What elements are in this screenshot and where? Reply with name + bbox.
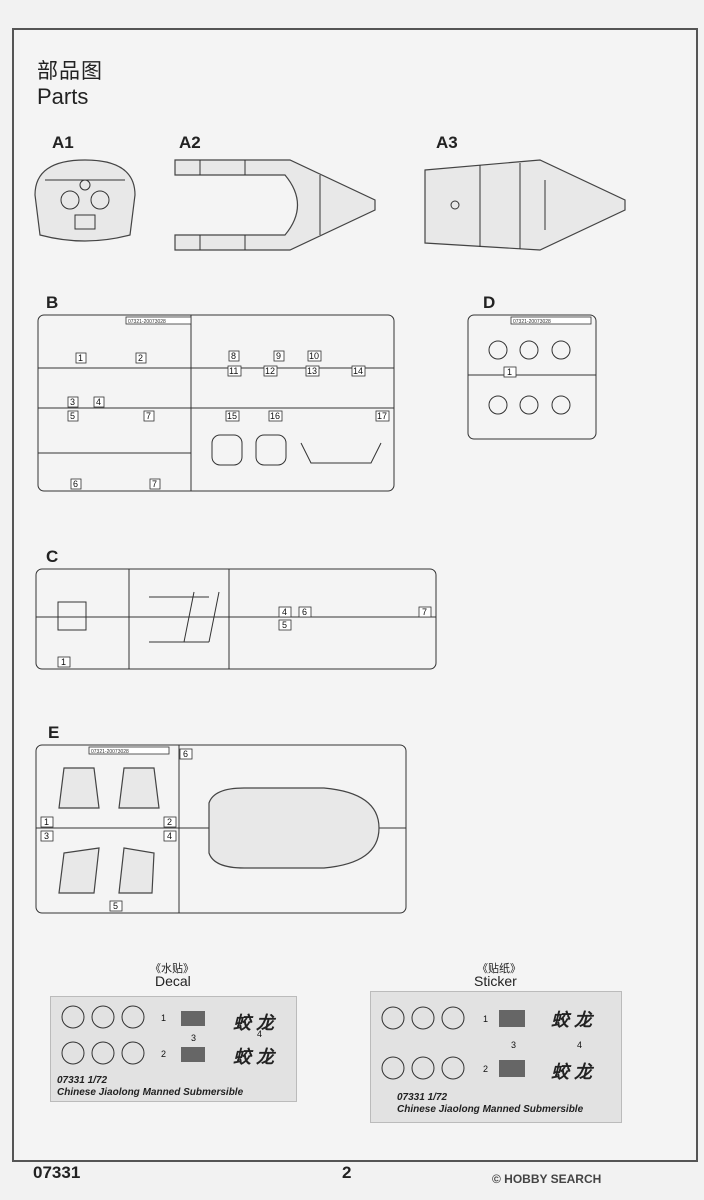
sprue-b-drawing: 07321-20073028 1 2 3 4 5 6 7 7 8 9 10 11…	[37, 314, 395, 492]
sticker-emblems: 1 2 3 4	[381, 1006, 582, 1080]
sprue-c-num-1: 1	[61, 657, 66, 667]
decal-emblems: 1 2 3 4	[61, 1005, 262, 1065]
sprue-e-drawing: 07321-20073028 1 2 3 4 5 6	[35, 744, 407, 914]
sticker-num-3: 3	[511, 1040, 516, 1050]
sprue-b-num-1: 1	[78, 353, 83, 363]
sprue-e-code: 07321-20073028	[91, 749, 129, 755]
sprue-e-num-1: 1	[44, 817, 49, 827]
decal-chars-1: 蛟 龙	[233, 1013, 275, 1033]
decal-sheet: 1 2 3 4 蛟 龙 蛟 龙 07331 1/72 Chinese Jiaol…	[50, 996, 297, 1102]
sticker-chars-2: 蛟 龙	[551, 1062, 593, 1082]
parts-title-chinese: 部品图	[37, 60, 103, 83]
part-a1-drawing	[34, 159, 136, 242]
sprue-b-num-9: 9	[276, 351, 281, 361]
sprue-b-num-2: 2	[138, 353, 143, 363]
sprue-label-e: E	[48, 723, 60, 742]
sprue-label-b: B	[46, 293, 59, 312]
sprue-b-code: 07321-20073028	[128, 319, 166, 325]
watermark: © HOBBY SEARCH	[492, 1172, 602, 1186]
sprue-label-c: C	[46, 547, 59, 566]
decal-num-2: 2	[161, 1049, 166, 1059]
sticker-num-2: 2	[483, 1064, 488, 1074]
sprue-b-num-10: 10	[309, 351, 319, 361]
sprue-b-num-12: 12	[265, 366, 275, 376]
sticker-num-4: 4	[577, 1040, 582, 1050]
sprue-c-num-7: 7	[422, 607, 427, 617]
sprue-b-num-7a: 7	[146, 411, 151, 421]
sprue-e-num-6: 6	[183, 749, 188, 759]
sprue-b-num-4: 4	[96, 397, 101, 407]
sprue-b-num-7b: 7	[152, 479, 157, 489]
sprue-b-num-15: 15	[227, 411, 237, 421]
sprue-e-num-4: 4	[167, 831, 172, 841]
sprue-e-num-2: 2	[167, 817, 172, 827]
sprue-e-num-5: 5	[113, 901, 118, 911]
sprue-b-parts: 1 2 3 4 5 6 7 7 8 9 10 11 12 13 14 15 16…	[67, 350, 390, 490]
decal-num-4: 4	[257, 1029, 262, 1039]
sprue-b-num-16: 16	[270, 411, 280, 421]
sprue-c-num-5: 5	[282, 620, 287, 630]
part-label-a1: A1	[52, 133, 74, 152]
sprue-b-num-11: 11	[229, 366, 238, 376]
sprue-e-num-3: 3	[44, 831, 49, 841]
sprue-c-num-6: 6	[302, 607, 307, 617]
sticker-caption-code: 07331 1/72	[397, 1092, 448, 1103]
decal-chars-2: 蛟 龙	[233, 1047, 275, 1067]
parts-title: Parts	[37, 84, 89, 109]
sprue-d-code: 07321-20073028	[513, 319, 551, 325]
page-number: 2	[342, 1163, 352, 1182]
sprue-label-d: D	[483, 293, 496, 312]
part-a2-drawing	[174, 159, 376, 251]
decal-title-cn: 《水贴》	[150, 963, 194, 975]
footer-product-code: 07331	[33, 1163, 81, 1182]
decal-caption-code: 07331 1/72	[57, 1075, 108, 1086]
sprue-d-num-1: 1	[507, 367, 512, 377]
sprue-b-num-14: 14	[353, 366, 363, 376]
sprue-b-num-6: 6	[73, 479, 78, 489]
sprue-b-num-3: 3	[70, 397, 75, 407]
sprue-d-drawing: 07321-20073028 1	[467, 314, 597, 440]
sprue-b-num-8: 8	[231, 351, 236, 361]
part-a3-drawing	[424, 159, 626, 251]
part-label-a2: A2	[179, 133, 201, 152]
sprue-c-drawing: 1 4 5 6 7	[35, 568, 437, 670]
part-label-a3: A3	[436, 133, 458, 152]
sprue-c-num-4: 4	[282, 607, 287, 617]
sprue-b-num-5: 5	[70, 411, 75, 421]
sticker-title: Sticker	[474, 973, 517, 989]
sprue-b-num-17: 17	[377, 411, 387, 421]
sticker-num-1: 1	[483, 1014, 488, 1024]
decal-caption-name: Chinese Jiaolong Manned Submersible	[57, 1087, 244, 1098]
sticker-sheet: 1 2 3 4 蛟 龙 蛟 龙 07331 1/72 Chinese Jiaol…	[370, 991, 622, 1123]
sticker-title-cn: 《贴纸》	[477, 963, 521, 975]
decal-num-1: 1	[161, 1013, 166, 1023]
sprue-b-num-13: 13	[307, 366, 317, 376]
decal-num-3: 3	[191, 1033, 196, 1043]
sticker-caption-name: Chinese Jiaolong Manned Submersible	[397, 1104, 584, 1115]
sticker-chars-1: 蛟 龙	[551, 1010, 593, 1030]
decal-title: Decal	[155, 973, 191, 989]
